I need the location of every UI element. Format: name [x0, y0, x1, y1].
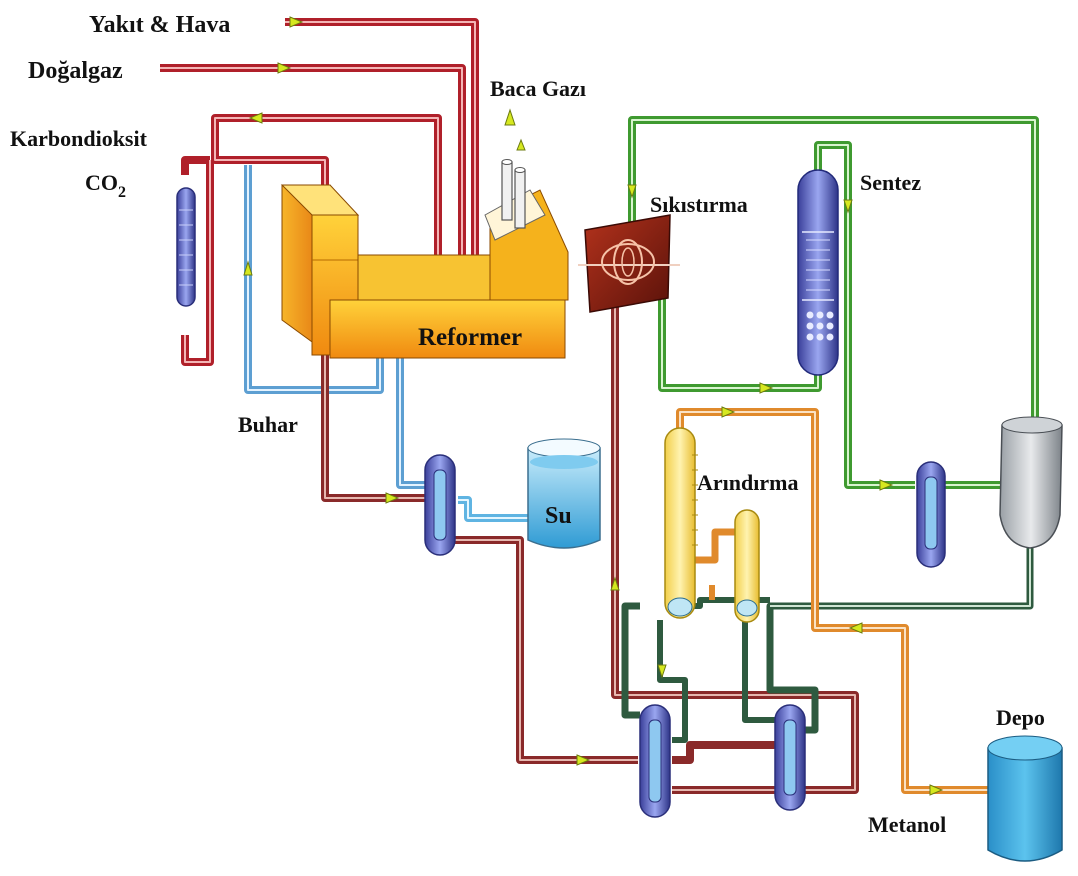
steam-label: Buhar [238, 412, 298, 437]
heat-exchanger-bottom-left [640, 705, 670, 817]
flow-arrow [505, 110, 515, 125]
flow-arrow [517, 140, 525, 150]
diagram-labels: Yakıt & Hava Doğalgaz Baca Gazı Karbondi… [10, 12, 1045, 837]
co2-formula-label: CO2 [85, 170, 126, 201]
flow-arrows [244, 17, 942, 795]
pipe-network [160, 22, 1035, 790]
compressor [578, 215, 680, 312]
synthesis-label: Sentez [860, 170, 921, 195]
purification-label: Arındırma [697, 470, 798, 495]
compression-label: Sıkıstırma [650, 192, 748, 217]
co2-subscript-text: 2 [118, 184, 126, 201]
flue-gas-label: Baca Gazı [490, 76, 586, 101]
storage-label: Depo [996, 705, 1045, 730]
synthesis-reactor [798, 170, 838, 375]
fuel-air-label: Yakıt & Hava [89, 12, 230, 38]
co2-name-label: Karbondioksit [10, 126, 148, 151]
heat-exchanger-loop [917, 462, 945, 567]
purification-column-large [665, 428, 698, 618]
heat-exchanger-main [425, 455, 455, 555]
natural-gas-label: Doğalgaz [28, 58, 123, 84]
water-tank [528, 439, 600, 548]
methanol-label: Metanol [868, 812, 946, 837]
purification-column-small [735, 510, 759, 622]
co2-formula-text: CO [85, 170, 118, 195]
water-label: Su [545, 503, 572, 529]
co2-filter-vessel [177, 188, 195, 306]
heat-exchanger-bottom-right [775, 705, 805, 810]
storage-tank [988, 736, 1062, 861]
separator-vessel [1000, 417, 1062, 548]
reformer-label: Reformer [418, 324, 522, 351]
reformed-gas-pipe [325, 340, 425, 498]
water-pipe [458, 500, 530, 518]
